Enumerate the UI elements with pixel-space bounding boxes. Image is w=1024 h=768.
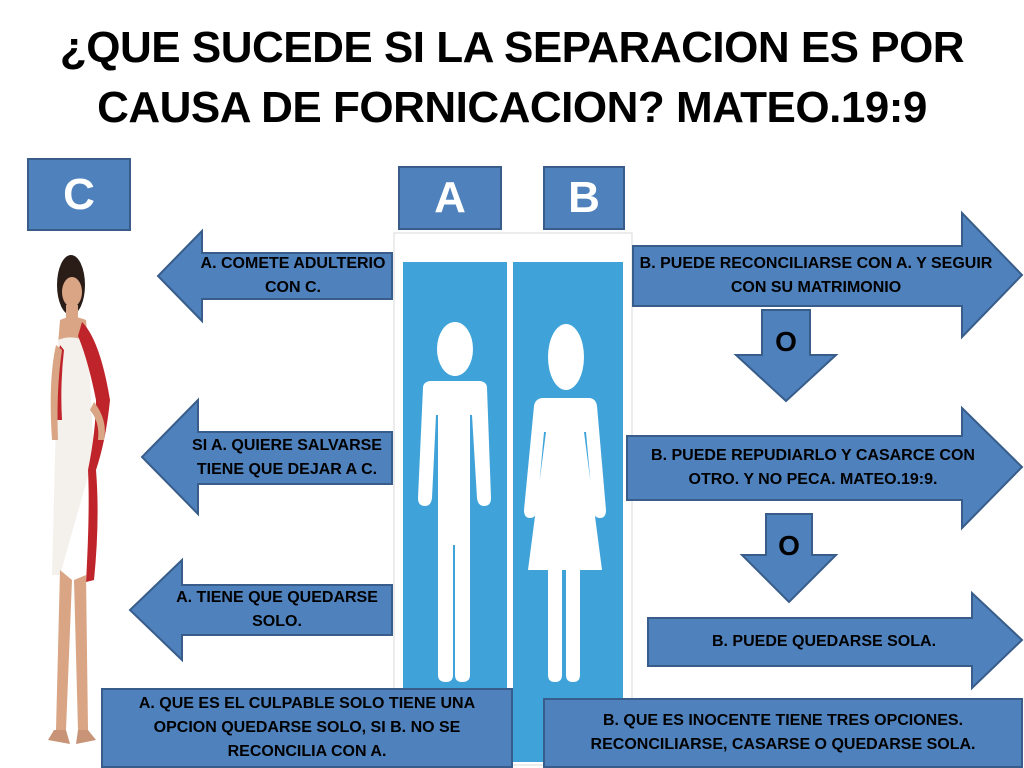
right-arrow-1	[632, 210, 1024, 340]
summary-b-text: B. QUE ES INOCENTE TIENE TRES OPCIONES. …	[590, 712, 976, 753]
label-c-text: C	[63, 169, 95, 219]
right-arrow-1-text: B. PUEDE RECONCILIARSE CON A. Y SEGUIR C…	[639, 255, 993, 296]
label-c: C	[27, 158, 131, 231]
summary-a-text: A. QUE ES EL CULPABLE SOLO TIENE UNA OPC…	[138, 695, 476, 760]
down-arrow-2	[739, 513, 839, 604]
summary-a: A. QUE ES EL CULPABLE SOLO TIENE UNA OPC…	[101, 688, 513, 768]
summary-b: B. QUE ES INOCENTE TIENE TRES OPCIONES. …	[543, 698, 1023, 768]
title-line-2: CAUSA DE FORNICACION? MATEO.19:9	[97, 83, 927, 132]
right-arrow-3	[647, 590, 1024, 691]
title-line-1: ¿QUE SUCEDE SI LA SEPARACION ES POR	[59, 23, 965, 72]
left-arrow-3-text: A. TIENE QUE QUEDARSE SOLO.	[176, 589, 378, 630]
right-arrow-2-text: B. PUEDE REPUDIARLO Y CASARCE CON OTRO. …	[651, 447, 975, 488]
right-arrow-2	[626, 405, 1024, 531]
label-b: B	[543, 166, 625, 230]
or-label-1: O	[775, 326, 797, 357]
label-a-text: A	[434, 173, 466, 222]
woman-figure-icon	[48, 255, 110, 744]
left-arrow-2-text: SI A. QUIERE SALVARSE TIENE QUE DEJAR A …	[192, 437, 382, 478]
left-arrow-3	[128, 557, 393, 663]
left-arrow-1	[156, 228, 393, 324]
left-arrow-1-text: A. COMETE ADULTERIO CON C.	[200, 255, 386, 296]
left-arrow-2	[140, 397, 393, 517]
slide-title: ¿QUE SUCEDE SI LA SEPARACION ES POR CAUS…	[0, 18, 1024, 138]
down-arrow-1	[733, 309, 839, 403]
right-arrow-3-text: B. PUEDE QUEDARSE SOLA.	[711, 633, 937, 650]
man-icon	[418, 322, 491, 682]
or-label-2: O	[778, 530, 800, 561]
label-b-text: B	[568, 173, 600, 222]
woman-icon	[524, 324, 606, 682]
label-a: A	[398, 166, 502, 230]
